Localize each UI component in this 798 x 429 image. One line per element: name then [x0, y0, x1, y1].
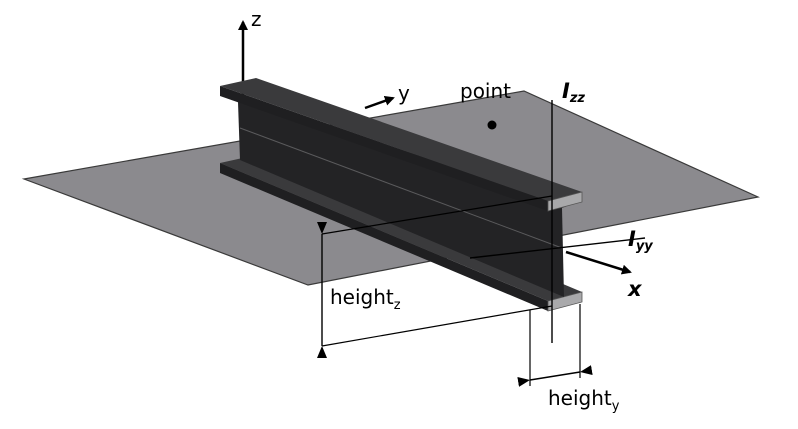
- z-axis-label: z: [251, 7, 262, 31]
- web-highlight: [239, 127, 563, 249]
- y-axis-line: [364, 95, 395, 110]
- top-flange-end: [547, 191, 583, 212]
- top-flange-side: [220, 86, 548, 211]
- bottom-flange-side: [220, 163, 548, 311]
- beam-web-side: [238, 102, 564, 297]
- point-label: point: [460, 79, 511, 103]
- iyy-line: [469, 237, 646, 259]
- x-axis-label: x: [627, 277, 643, 301]
- height-z-top-extension: [321, 195, 553, 235]
- y-axis-label: y: [398, 81, 410, 105]
- height-y-dimension-line: [517, 365, 593, 387]
- iyy-label: Iyy: [628, 227, 653, 254]
- height-y-label: heighty: [548, 386, 620, 414]
- height-z-bottom-extension: [321, 305, 553, 347]
- point-dot: [487, 120, 497, 130]
- x-axis-line: [565, 250, 632, 275]
- top-flange-top: [220, 78, 582, 201]
- bottom-flange-end: [547, 291, 583, 312]
- izz-label: Izz: [562, 79, 585, 106]
- height-z-label: heightz: [330, 285, 401, 313]
